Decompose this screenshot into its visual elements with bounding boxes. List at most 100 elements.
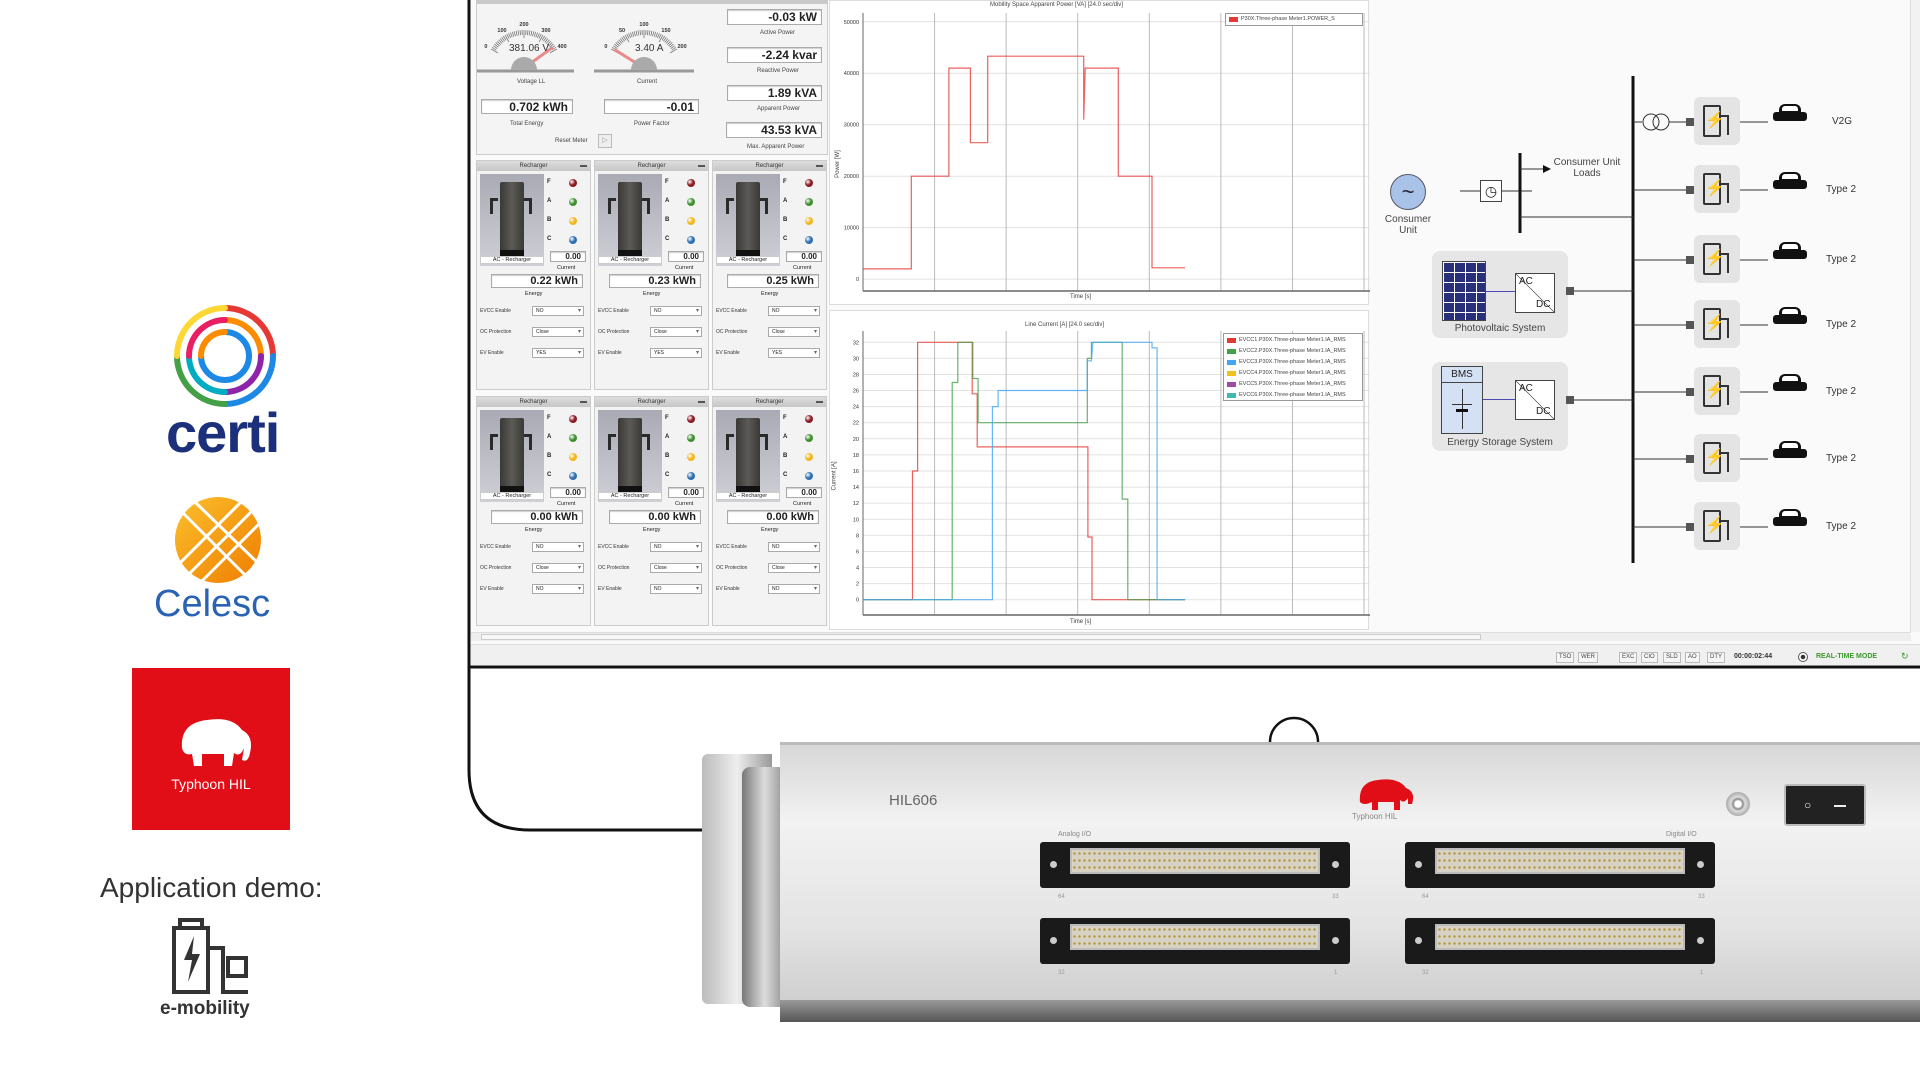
battery-plate — [1452, 404, 1472, 405]
status-button-tso[interactable]: TSO — [1556, 652, 1575, 663]
series-line — [863, 55, 1186, 270]
status-button-sld[interactable]: SLD — [1663, 652, 1681, 663]
ev-dropdown[interactable]: YES — [650, 348, 702, 358]
reset-meter-button[interactable]: ▷ — [598, 134, 612, 148]
record-icon[interactable] — [1798, 652, 1808, 662]
voltage-gauge-tick — [517, 30, 520, 36]
evcc-label: EVCC Enable — [598, 544, 629, 550]
digital-io-connector-top[interactable] — [1405, 842, 1715, 888]
evcc-dropdown[interactable]: NO — [768, 306, 820, 316]
digital-io-connector-bottom[interactable] — [1405, 918, 1715, 964]
car-body — [1773, 250, 1807, 259]
oc-dropdown[interactable]: Close — [650, 327, 702, 337]
energy-label: Energy — [643, 527, 661, 533]
power-on-symbol — [1834, 805, 1846, 807]
energy-value: 0.00 kWh — [609, 510, 701, 524]
car-icon — [1772, 305, 1808, 327]
dc-link — [1486, 291, 1515, 292]
current-gauge-hub — [631, 57, 657, 70]
car-icon — [1772, 439, 1808, 461]
voltage-gauge-tick — [551, 46, 557, 51]
current-gauge-tick — [668, 42, 673, 47]
current-gauge-tick — [614, 43, 619, 48]
voltage-gauge-tick — [541, 35, 546, 41]
y-axis-label: Current [A] — [831, 461, 838, 491]
led-label: B — [783, 453, 788, 459]
charger-type-label: Type 2 — [1826, 386, 1857, 397]
charger-cable — [726, 434, 734, 450]
power-switch[interactable]: ○ — [1784, 784, 1866, 826]
current-gauge-tick — [663, 37, 667, 42]
photovoltaic-system: AC DC Photovoltaic System — [1432, 251, 1574, 338]
charger-cable — [1721, 452, 1729, 472]
current-gauge-tick — [626, 33, 630, 39]
legend-swatch — [1229, 17, 1238, 22]
minimize-button[interactable] — [580, 165, 587, 167]
evcc-dropdown[interactable]: NO — [768, 542, 820, 552]
oc-dropdown[interactable]: Close — [532, 563, 584, 573]
evcc-dropdown[interactable]: NO — [532, 306, 584, 316]
celesc-logo: Celesc — [150, 495, 290, 625]
status-led-icon — [569, 236, 577, 244]
voltage-gauge-value: 381.06 V — [509, 43, 550, 54]
current-label: Current — [675, 265, 694, 271]
ev-dropdown[interactable]: NO — [768, 584, 820, 594]
analog-io-connector-top[interactable] — [1040, 842, 1350, 888]
active-power-label: Active Power — [760, 30, 796, 36]
energy-meter-icon: ◷ — [1480, 180, 1502, 202]
led-label: C — [547, 236, 552, 242]
led-label: B — [665, 453, 670, 459]
evcc-dropdown[interactable]: NO — [532, 542, 584, 552]
bms-label: BMS — [1442, 367, 1482, 383]
charger-cable — [1721, 318, 1729, 338]
y-tick-label: 20 — [853, 437, 859, 443]
voltage-gauge-tick — [532, 31, 535, 37]
voltage-gauge-tick — [504, 34, 510, 43]
horizontal-scrollbar[interactable] — [471, 632, 1911, 641]
status-button-cio[interactable]: CIO — [1641, 652, 1658, 663]
ev-dropdown[interactable]: YES — [532, 348, 584, 358]
status-button-dty[interactable]: DTY — [1707, 652, 1725, 663]
minimize-button[interactable] — [580, 401, 587, 403]
charger-image — [598, 174, 662, 266]
oc-dropdown[interactable]: Close — [532, 327, 584, 337]
current-gauge-tick — [658, 34, 664, 43]
car-icon — [1772, 170, 1808, 192]
current-gauge-value: 3.40 A — [635, 43, 664, 54]
status-led-icon — [687, 236, 695, 244]
ev-dropdown[interactable]: NO — [532, 584, 584, 594]
charger-pillar — [736, 182, 760, 262]
ev-dropdown[interactable]: NO — [650, 584, 702, 594]
ev-label: EV Enable — [480, 350, 504, 356]
y-tick-label: 18 — [853, 453, 859, 459]
status-led-button[interactable] — [1726, 792, 1750, 816]
vertical-scrollbar[interactable] — [1910, 0, 1920, 632]
status-led-icon — [805, 198, 813, 206]
evcc-dropdown[interactable]: NO — [650, 306, 702, 316]
analog-io-connector-bottom[interactable] — [1040, 918, 1350, 964]
minimize-button[interactable] — [816, 165, 823, 167]
minimize-button[interactable] — [698, 165, 705, 167]
status-button-wer[interactable]: WER — [1578, 652, 1598, 663]
oc-dropdown[interactable]: Close — [768, 563, 820, 573]
led-label: A — [783, 198, 788, 204]
oc-dropdown[interactable]: Close — [650, 563, 702, 573]
dc-label: DC — [1536, 299, 1551, 310]
car-body — [1773, 180, 1807, 189]
led-label: F — [547, 415, 551, 421]
power-factor-value: -0.01 — [604, 99, 699, 114]
scrollbar-thumb[interactable] — [481, 634, 1481, 640]
ev-dropdown[interactable]: YES — [768, 348, 820, 358]
status-button-ao[interactable]: AO — [1685, 652, 1700, 663]
minimize-button[interactable] — [816, 401, 823, 403]
oc-label: OC Protection — [716, 329, 748, 335]
evcc-dropdown[interactable]: NO — [650, 542, 702, 552]
status-button-exc[interactable]: EXC — [1619, 652, 1638, 663]
minimize-button[interactable] — [698, 401, 705, 403]
charger-cable — [524, 198, 532, 214]
oc-dropdown[interactable]: Close — [768, 327, 820, 337]
led-label: B — [547, 453, 552, 459]
energy-storage-label: Energy Storage System — [1447, 437, 1553, 448]
